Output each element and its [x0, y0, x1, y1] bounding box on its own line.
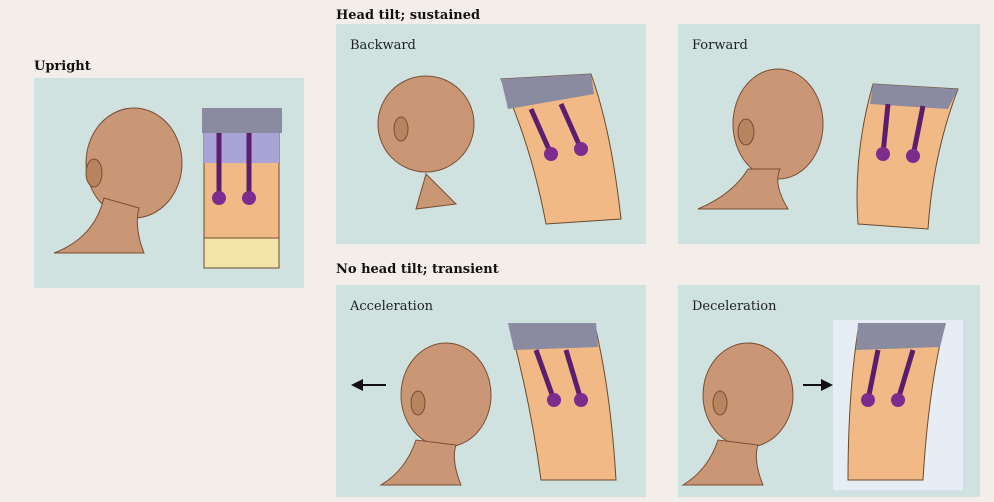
head-icon: [683, 343, 793, 485]
upright-panel: [34, 78, 304, 288]
head-icon: [698, 69, 823, 209]
sustained-title: Head tilt; sustained: [336, 8, 480, 23]
acceleration-illustration: [336, 285, 646, 497]
backward-panel: Backward: [336, 24, 646, 244]
backward-illustration: [336, 24, 646, 244]
deceleration-panel: Deceleration: [678, 285, 980, 497]
forward-illustration: [678, 24, 980, 244]
right-arrow-icon: [803, 379, 833, 391]
otolith-icon: [501, 74, 621, 224]
otolith-icon: [508, 323, 616, 480]
deceleration-illustration: [678, 285, 980, 497]
otolith-icon: [857, 84, 958, 229]
upright-title: Upright: [34, 59, 91, 74]
head-icon: [54, 108, 182, 253]
left-arrow-icon: [351, 379, 386, 391]
acceleration-panel: Acceleration: [336, 285, 646, 497]
head-icon: [378, 76, 474, 209]
forward-panel: Forward: [678, 24, 980, 244]
upright-illustration: [34, 78, 304, 288]
otolith-icon: [202, 108, 282, 268]
head-icon: [381, 343, 491, 485]
transient-title: No head tilt; transient: [336, 262, 499, 277]
